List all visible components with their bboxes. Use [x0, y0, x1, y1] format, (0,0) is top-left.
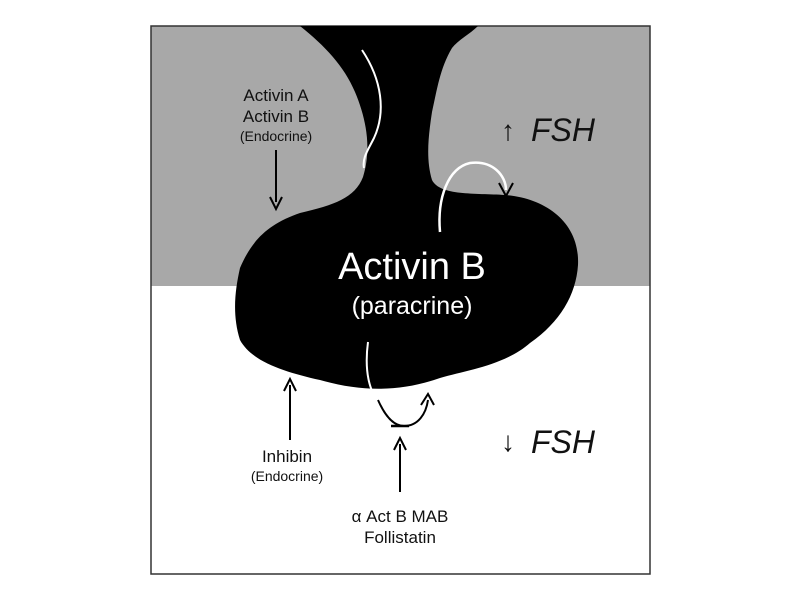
gonadotrope-cell-shape — [235, 26, 579, 389]
activin-b-center-title: Activin B — [338, 246, 486, 288]
activin-b-label: Activin B — [243, 107, 309, 126]
blocker-arrowhead — [393, 435, 407, 451]
secretion-arrowhead — [498, 182, 514, 199]
paracrine-loop-arrowhead — [420, 392, 435, 406]
stalk-white-curve — [361, 49, 382, 169]
endocrine-label-upper: (Endocrine) — [240, 128, 312, 144]
inhibin-arrowhead — [283, 376, 297, 392]
inhibin-label: Inhibin — [262, 447, 312, 466]
paracrine-loop-white — [365, 341, 379, 401]
secretion-arrow-white — [438, 161, 508, 233]
endocrine-activin-arrowhead — [269, 196, 283, 212]
endocrine-label-lower: (Endocrine) — [251, 468, 323, 484]
follistatin-label: Follistatin — [364, 528, 436, 547]
fsh-down-label: FSH — [531, 424, 596, 460]
act-b-mab-label: α Act B MAB — [352, 507, 449, 526]
paracrine-subtitle: (paracrine) — [352, 292, 473, 320]
activin-a-label: Activin A — [243, 86, 309, 105]
fsh-up-label: FSH — [531, 112, 596, 148]
fsh-up-arrow: ↑ — [501, 115, 515, 146]
fsh-down-arrow: ↓ — [501, 426, 515, 457]
